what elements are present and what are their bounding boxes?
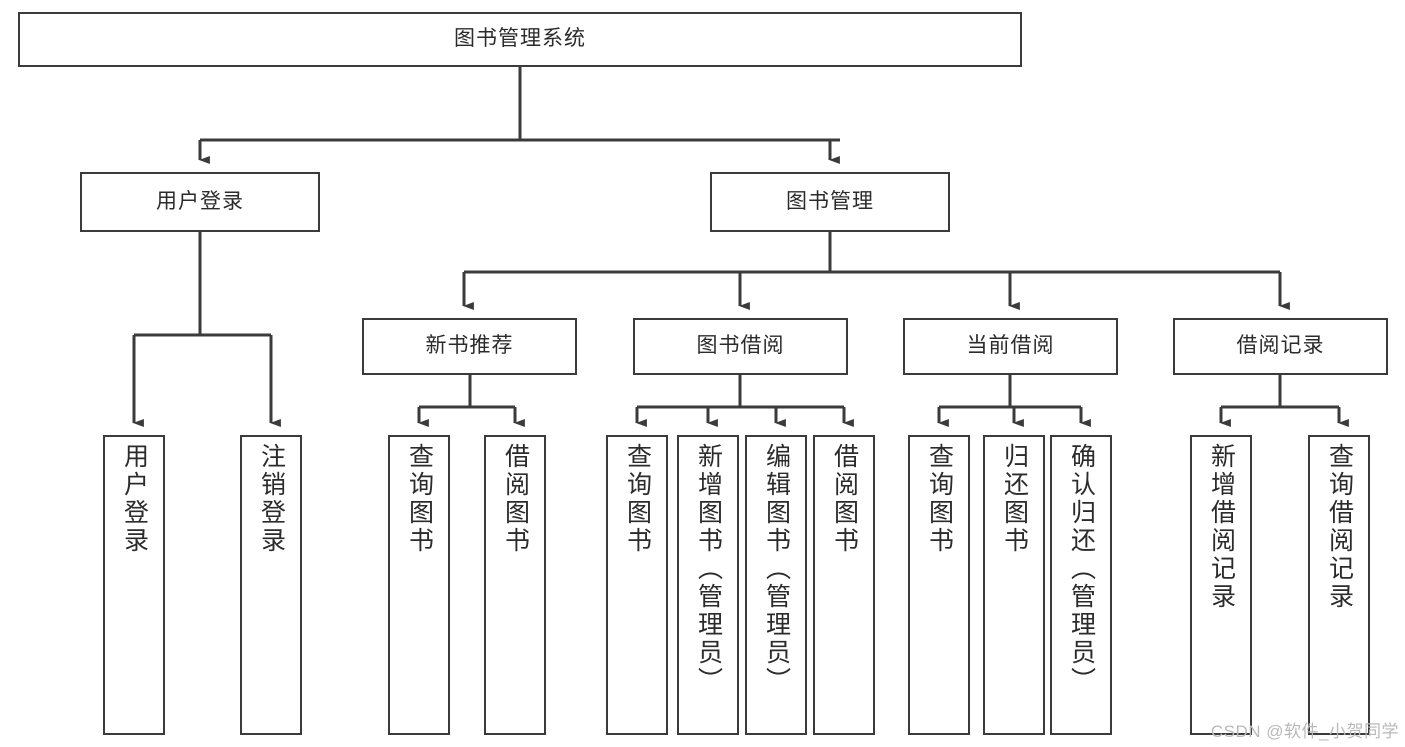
leaf-user-login-label: 用户登录 bbox=[120, 443, 149, 555]
node-user-login[interactable]: 用户登录 bbox=[80, 172, 320, 232]
leaf-logout[interactable]: 注销登录 bbox=[240, 435, 302, 735]
node-borrow-record[interactable]: 借阅记录 bbox=[1173, 318, 1388, 375]
node-borrow-record-label: 借阅记录 bbox=[1236, 334, 1325, 358]
leaf-query-borrow-record-label: 查询借阅记录 bbox=[1325, 443, 1354, 611]
leaf-add-book-admin[interactable]: 新增图书（管理员） bbox=[677, 435, 739, 735]
leaf-user-login[interactable]: 用户登录 bbox=[103, 435, 165, 735]
node-book-borrow-label: 图书借阅 bbox=[696, 334, 785, 358]
node-root[interactable]: 图书管理系统 bbox=[18, 12, 1022, 67]
node-book-management-label: 图书管理 bbox=[786, 189, 874, 213]
leaf-query-book-bo[interactable]: 查询图书 bbox=[606, 435, 668, 735]
leaf-query-book-bo-label: 查询图书 bbox=[623, 443, 652, 555]
leaf-add-borrow-record-label: 新增借阅记录 bbox=[1207, 443, 1236, 611]
node-new-book-recommend-label: 新书推荐 bbox=[425, 334, 514, 358]
leaf-edit-book-admin[interactable]: 编辑图书（管理员） bbox=[745, 435, 807, 735]
node-book-management[interactable]: 图书管理 bbox=[710, 172, 950, 232]
node-book-borrow[interactable]: 图书借阅 bbox=[633, 318, 848, 375]
node-current-borrow-label: 当前借阅 bbox=[966, 334, 1055, 358]
leaf-borrow-book-nb[interactable]: 借阅图书 bbox=[484, 435, 546, 735]
leaf-query-book-cu-label: 查询图书 bbox=[925, 443, 954, 555]
leaf-borrow-book-nb-label: 借阅图书 bbox=[501, 443, 530, 555]
node-current-borrow[interactable]: 当前借阅 bbox=[903, 318, 1118, 375]
leaf-add-borrow-record[interactable]: 新增借阅记录 bbox=[1190, 435, 1252, 735]
leaf-query-borrow-record[interactable]: 查询借阅记录 bbox=[1308, 435, 1370, 735]
leaf-return-book-label: 归还图书 bbox=[1000, 443, 1029, 555]
leaf-query-book-nb-label: 查询图书 bbox=[405, 443, 434, 555]
leaf-logout-label: 注销登录 bbox=[257, 443, 286, 555]
leaf-query-book-nb[interactable]: 查询图书 bbox=[388, 435, 450, 735]
leaf-confirm-return-admin-label: 确认归还（管理员） bbox=[1067, 443, 1096, 695]
node-new-book-recommend[interactable]: 新书推荐 bbox=[362, 318, 577, 375]
leaf-edit-book-admin-label: 编辑图书（管理员） bbox=[762, 443, 791, 695]
node-root-label: 图书管理系统 bbox=[454, 27, 586, 51]
leaf-add-book-admin-label: 新增图书（管理员） bbox=[694, 443, 723, 695]
leaf-return-book[interactable]: 归还图书 bbox=[983, 435, 1045, 735]
leaf-confirm-return-admin[interactable]: 确认归还（管理员） bbox=[1050, 435, 1112, 735]
leaf-borrow-book-bo-label: 借阅图书 bbox=[830, 443, 859, 555]
leaf-query-book-cu[interactable]: 查询图书 bbox=[908, 435, 970, 735]
leaf-borrow-book-bo[interactable]: 借阅图书 bbox=[813, 435, 875, 735]
node-user-login-label: 用户登录 bbox=[156, 189, 244, 213]
